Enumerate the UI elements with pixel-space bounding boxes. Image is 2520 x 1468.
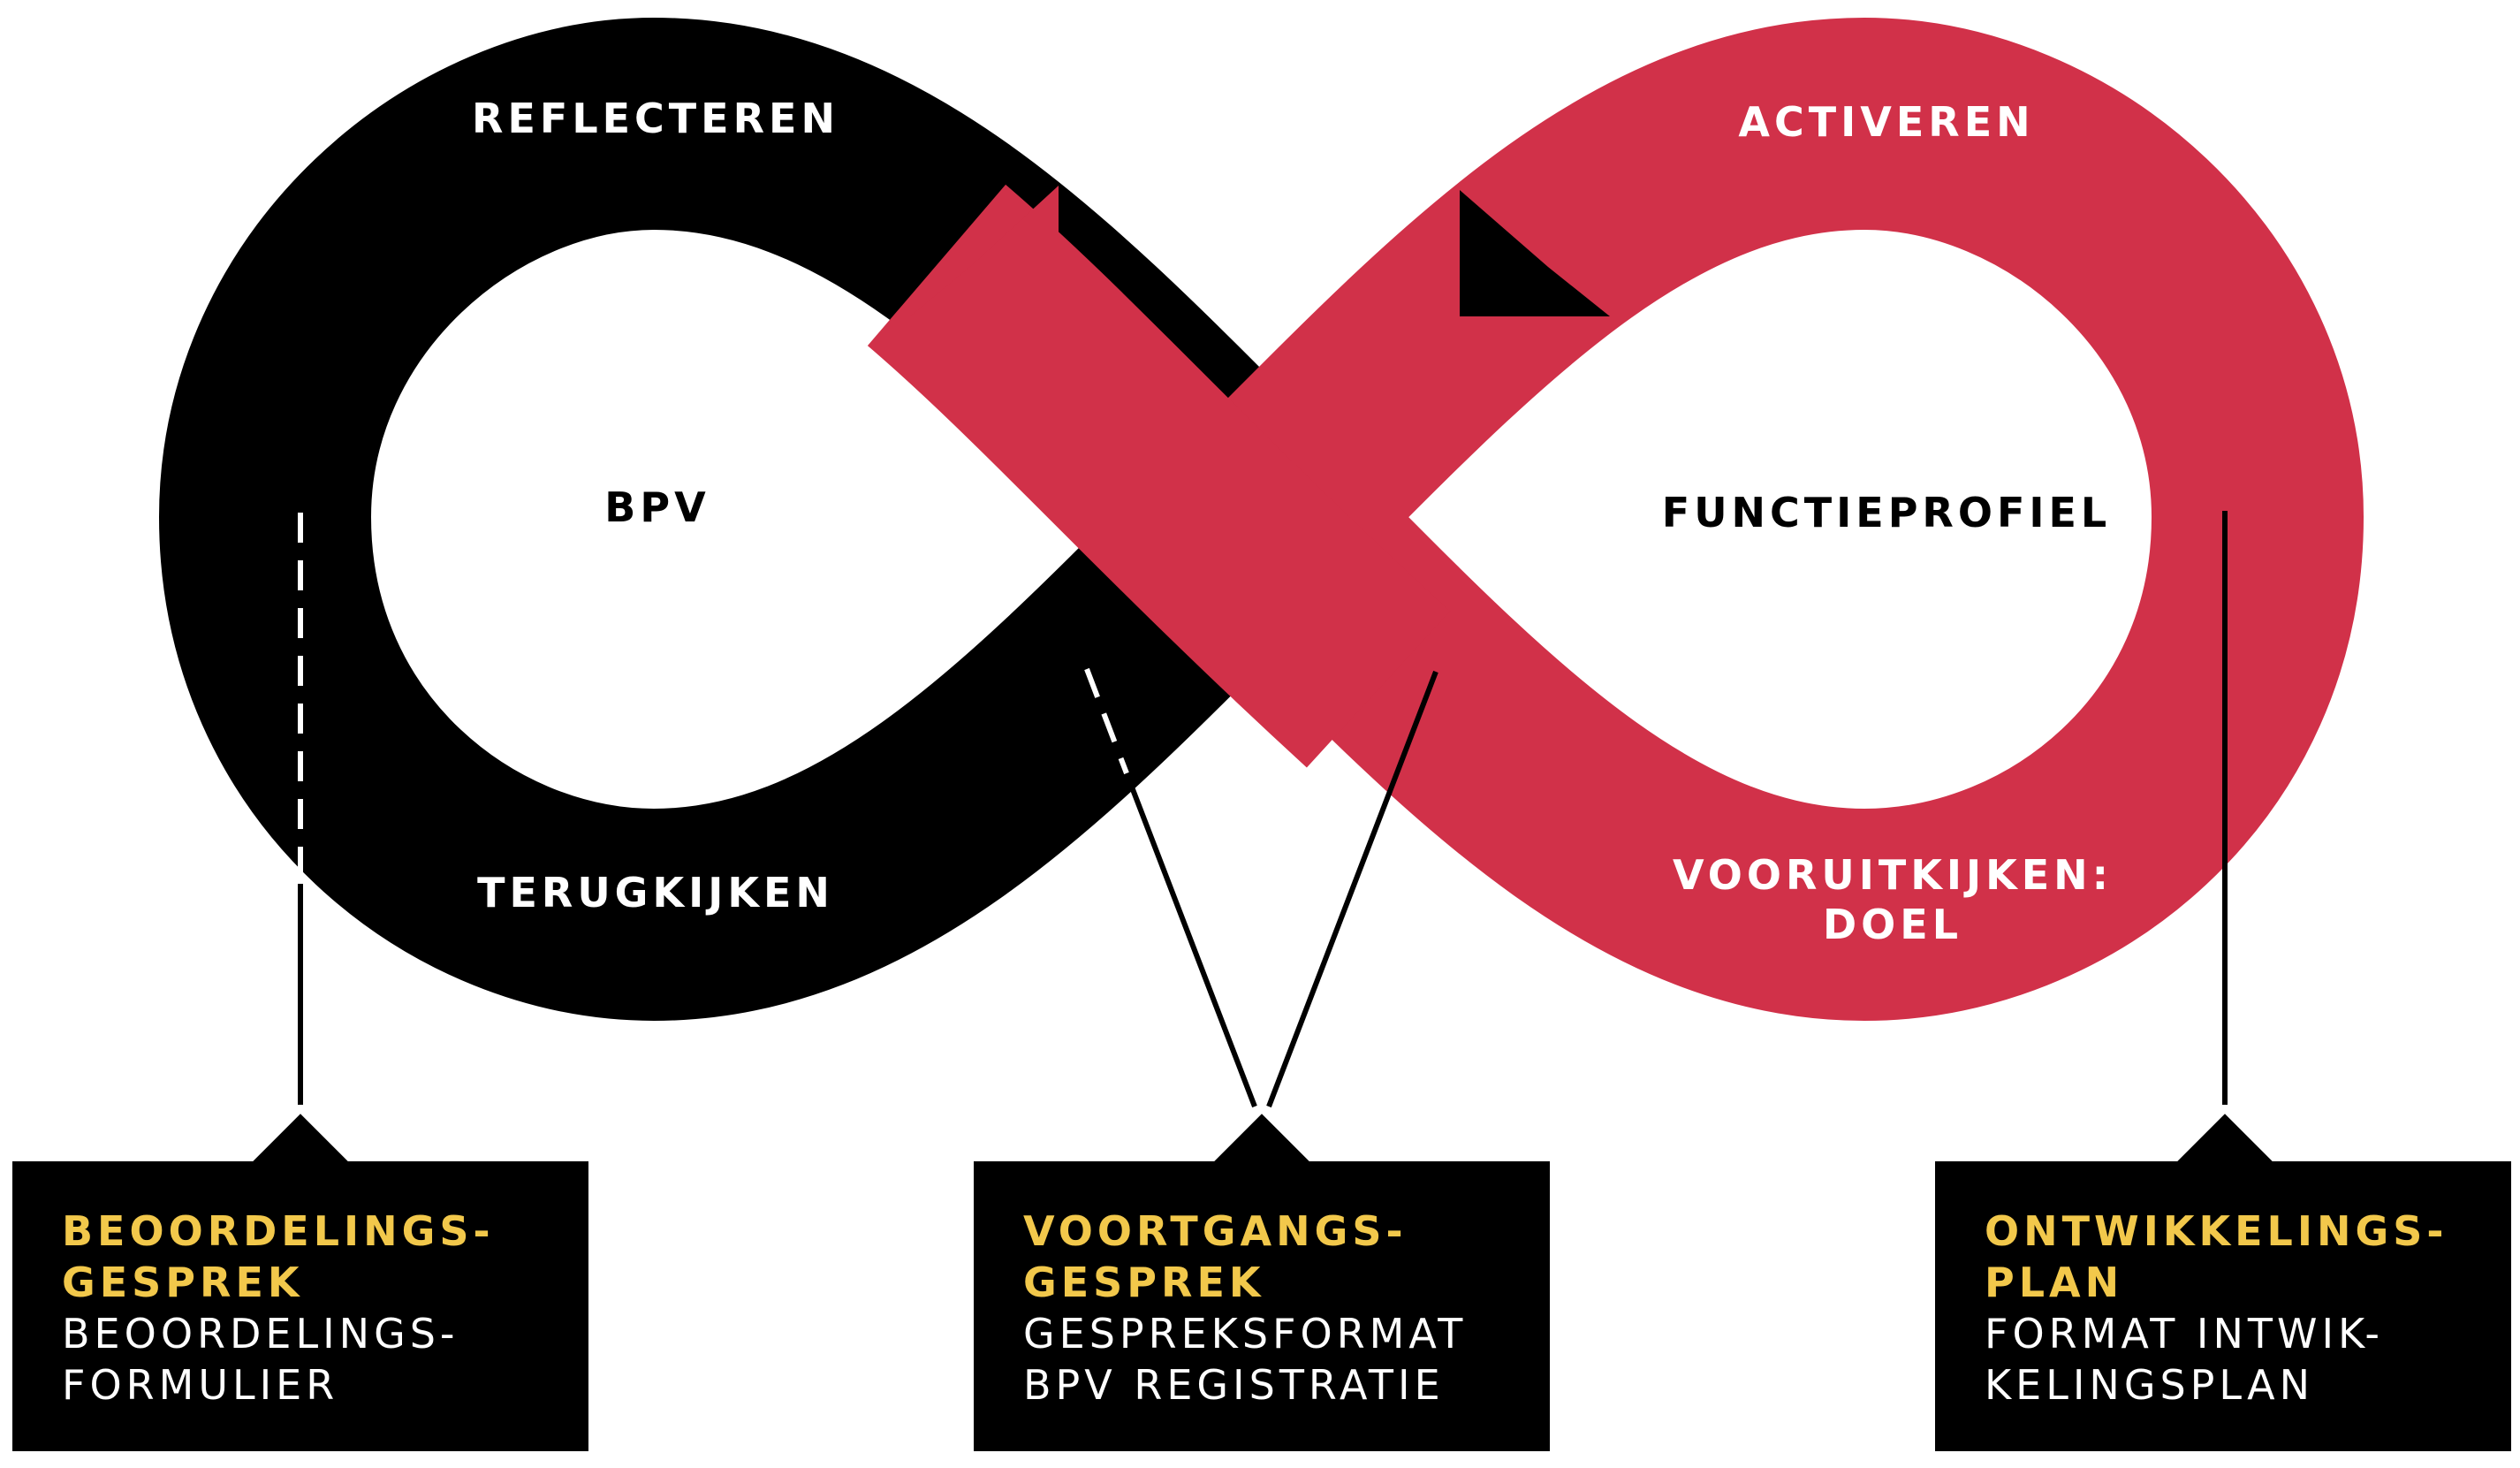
label-doel: DOEL (1823, 901, 1962, 948)
box-title-line1: VOORTGANGS- (1023, 1207, 1408, 1255)
label-reflecteren: REFLECTEREN (472, 95, 839, 142)
loop-step-red-left (910, 186, 1059, 316)
label-functieprofiel: FUNCTIEPROFIEL (1662, 489, 2111, 536)
box-title-line2: GESPREK (1023, 1259, 1265, 1306)
box-title-line2: PLAN (1985, 1259, 2124, 1306)
infinity-loop-red (1153, 18, 2364, 1021)
box-title-line2: GESPREK (62, 1259, 304, 1306)
box-voortgangsgesprek: VOORTGANGS- GESPREK GESPREKSFORMAT BPV R… (974, 1114, 1550, 1451)
box-sub-line2: FORMULIER (62, 1361, 339, 1409)
box-sub-line1: FORMAT INTWIK- (1985, 1310, 2384, 1358)
label-vooruitkijken: VOORUITKIJKEN: (1673, 851, 2113, 899)
box-sub-line2: BPV REGISTRATIE (1023, 1361, 1445, 1409)
box-beoordelingsgesprek: BEOORDELINGS- GESPREK BEOORDELINGS- FORM… (12, 1114, 588, 1451)
box-sub-line2: KELINGSPLAN (1985, 1361, 2314, 1409)
connector-line-center-b (1266, 670, 1438, 1108)
infinity-loop-black (159, 18, 1365, 1021)
box-ontwikkelingsplan: ONTWIKKELINGS- PLAN FORMAT INTWIK- KELIN… (1935, 1114, 2511, 1451)
box-title-line1: BEOORDELINGS- (62, 1207, 495, 1255)
connector-line-center-a (1124, 772, 1257, 1108)
label-bpv: BPV (604, 483, 710, 531)
connector-dashed-center-a (1084, 667, 1129, 775)
label-terugkijken: TERUGKIJKEN (477, 869, 834, 917)
box-title-line1: ONTWIKKELINGS- (1985, 1207, 2448, 1255)
box-sub-line1: GESPREKSFORMAT (1023, 1310, 1468, 1358)
box-sub-line1: BEOORDELINGS- (62, 1310, 459, 1358)
loop-step-black-right (1460, 190, 1610, 316)
label-activeren: ACTIVEREN (1738, 98, 2034, 146)
